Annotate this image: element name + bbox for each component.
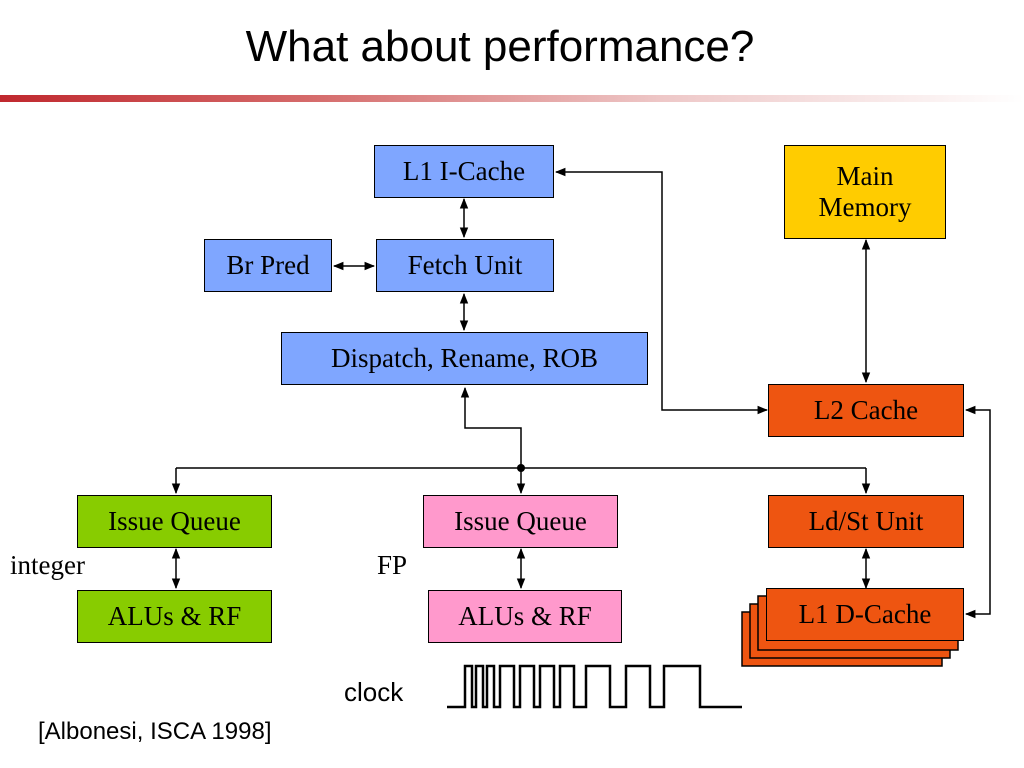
fp-cluster-label: FP (377, 550, 408, 580)
integer-cluster-label: integer (10, 550, 85, 580)
int-alus-rf-block: ALUs & RF (77, 590, 272, 643)
bus-junction-dot (517, 464, 525, 472)
clock-label: clock (344, 677, 404, 707)
title-underline (0, 95, 1024, 102)
fp-alus-rf-label: ALUs & RF (458, 600, 592, 631)
citation: [Albonesi, ISCA 1998] (38, 718, 272, 745)
l2-cache-block: L2 Cache (768, 384, 964, 437)
l1-icache-block: L1 I-Cache (374, 145, 554, 198)
dispatch-rename-rob-label: Dispatch, Rename, ROB (331, 342, 598, 373)
ldst-unit-label: Ld/St Unit (808, 505, 924, 536)
clock-waveform (447, 664, 742, 709)
l1-icache-label: L1 I-Cache (402, 155, 526, 186)
branch-predictor-label: Br Pred (226, 249, 310, 280)
main-memory-block: Main Memory (784, 145, 946, 239)
dispatch-rename-rob-block: Dispatch, Rename, ROB (281, 332, 648, 385)
branch-predictor-block: Br Pred (204, 239, 332, 292)
main-memory-label: Main Memory (818, 160, 912, 222)
l1-dcache-block: L1 D-Cache (766, 588, 964, 641)
int-issue-queue-block: Issue Queue (77, 495, 272, 548)
int-issue-queue-label: Issue Queue (108, 505, 241, 536)
l2-dcache-link (964, 405, 991, 619)
fp-issue-queue-label: Issue Queue (454, 505, 587, 536)
slide-title: What about performance? (245, 22, 755, 71)
dispatch-bus-up (460, 386, 522, 468)
fetch-unit-block: Fetch Unit (376, 239, 554, 292)
l2-icache-link (554, 167, 769, 415)
l2-cache-label: L2 Cache (813, 394, 919, 425)
l1-dcache-label: L1 D-Cache (798, 598, 932, 629)
int-alus-rf-label: ALUs & RF (107, 600, 242, 631)
fp-alus-rf-block: ALUs & RF (428, 590, 622, 643)
fp-issue-queue-block: Issue Queue (423, 495, 618, 548)
ldst-unit-block: Ld/St Unit (768, 495, 964, 548)
fetch-unit-label: Fetch Unit (407, 249, 523, 280)
